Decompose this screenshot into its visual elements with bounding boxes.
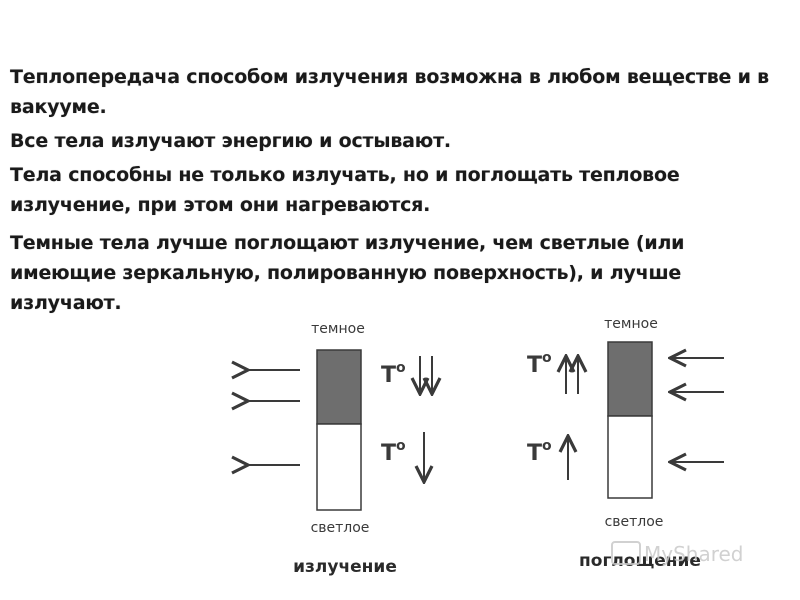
temperature-degree: о [542, 350, 552, 366]
temperature-degree: о [542, 438, 552, 454]
temperature-symbol: Т [381, 363, 396, 388]
temperature-symbol: Т [381, 441, 396, 466]
dark-label: темное [311, 321, 365, 337]
dark-label: темное [604, 316, 658, 332]
absorption-panel: темное светлое поглощение Т о Т о [527, 316, 724, 571]
emission-panel: темное светлое излучение Т о Т о [248, 321, 432, 577]
watermark: MyShared [611, 541, 744, 566]
light-label: светлое [605, 514, 664, 530]
light-body [316, 423, 362, 511]
light-body [607, 415, 653, 499]
temperature-symbol: Т [527, 353, 542, 378]
light-label: светлое [311, 520, 370, 536]
temperature-degree: о [396, 438, 406, 454]
paragraph-dark-bodies: Темные тела лучше поглощают излучение, ч… [10, 232, 685, 314]
emission-caption: излучение [293, 557, 397, 577]
temperature-degree: о [396, 360, 406, 376]
dark-body [316, 349, 362, 425]
watermark-logo [611, 541, 641, 565]
temperature-symbol: Т [527, 441, 542, 466]
paragraph-radiation-vacuum: Теплопередача способом излучения возможн… [10, 66, 769, 118]
paragraph-bodies-absorb: Тела способны не только излучать, но и п… [10, 164, 680, 216]
paragraph-bodies-emit: Все тела излучают энергию и остывают. [10, 130, 451, 152]
watermark-text: MyShared [644, 542, 744, 566]
dark-body [607, 341, 653, 417]
